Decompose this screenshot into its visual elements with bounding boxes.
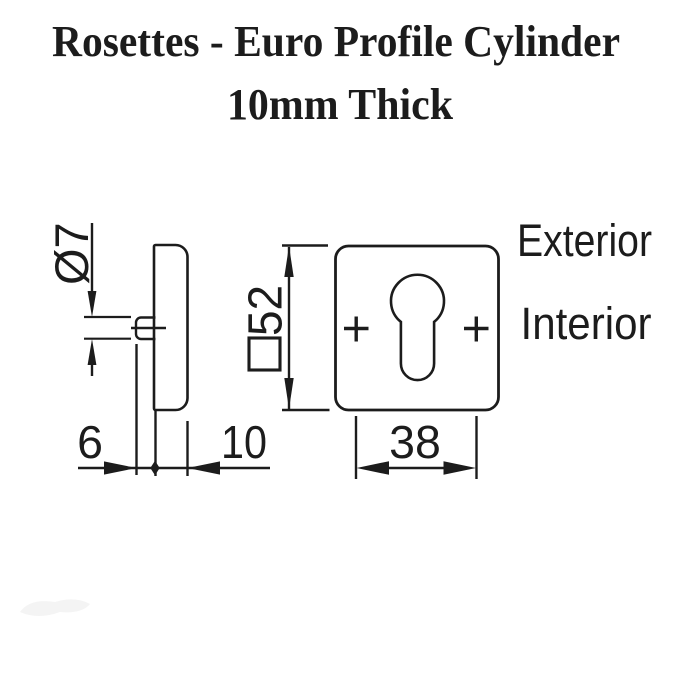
svg-text:Interior: Interior (521, 298, 652, 349)
svg-text:38: 38 (389, 416, 441, 468)
svg-text:6: 6 (77, 416, 103, 468)
svg-text:10: 10 (221, 416, 267, 468)
svg-text:52: 52 (240, 285, 293, 336)
svg-text:Exterior: Exterior (517, 215, 652, 266)
svg-text:10mm Thick: 10mm Thick (227, 80, 453, 129)
svg-text:Rosettes - Euro Profile Cylind: Rosettes - Euro Profile Cylinder (52, 17, 620, 66)
svg-text:Ø7: Ø7 (45, 222, 98, 285)
